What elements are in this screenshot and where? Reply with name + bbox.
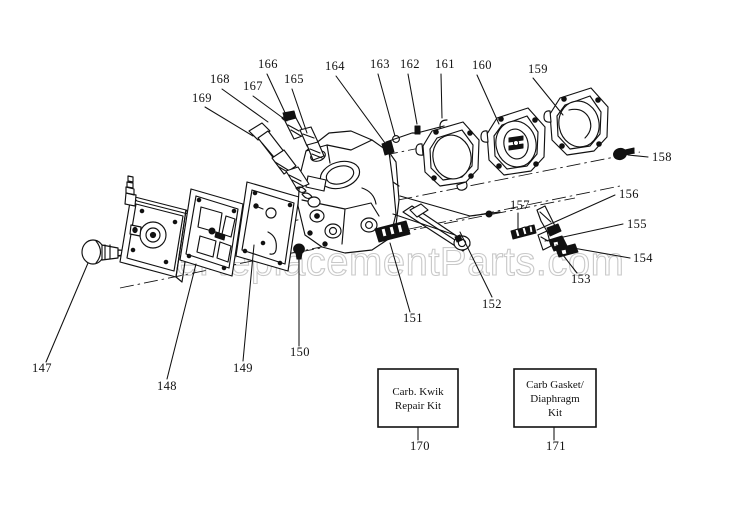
callout-166: 166 [258, 57, 289, 120]
callout-label-154: 154 [633, 251, 653, 265]
callout-label-165: 165 [284, 72, 304, 86]
callout-leader-158 [627, 154, 649, 158]
callout-169: 169 [192, 91, 254, 137]
part-misc-hardware [392, 195, 501, 236]
part-metering-cover-plate [119, 175, 193, 283]
callout-leader-165 [291, 88, 308, 134]
callout-leader-169 [204, 106, 254, 137]
part-small-hardware [381, 119, 448, 158]
callout-147: 147 [32, 262, 89, 375]
callout-leader-160 [476, 74, 500, 125]
kit-box-line: Repair Kit [395, 400, 441, 412]
callout-label-157: 157 [510, 198, 530, 212]
part-pump-gasket [415, 121, 480, 191]
callout-label-148: 148 [157, 379, 177, 393]
callout-label-153: 153 [571, 272, 591, 286]
callout-leader-164 [335, 75, 386, 144]
callout-leader-147 [45, 262, 89, 363]
callout-leader-149 [242, 244, 255, 362]
callout-164: 164 [325, 59, 386, 144]
callout-label-156: 156 [619, 187, 639, 201]
part-metering-diaphragm-b [235, 181, 300, 272]
callout-label-150: 150 [290, 345, 310, 359]
callout-leader-163 [377, 73, 396, 137]
callout-label-155: 155 [627, 217, 647, 231]
callout-label-164: 164 [325, 59, 345, 73]
callout-165: 165 [284, 72, 308, 134]
callout-151: 151 [389, 242, 423, 325]
part-pump-cover-screw [613, 147, 635, 161]
callout-leader-154 [555, 244, 631, 259]
callout-163: 163 [370, 57, 396, 137]
callout-167: 167 [243, 79, 288, 122]
callout-leader-152 [459, 231, 493, 298]
callout-leader-166 [266, 73, 289, 120]
callout-170: 170 [410, 426, 430, 453]
callout-label-163: 163 [370, 57, 390, 71]
callout-leader-155 [544, 223, 624, 242]
callout-149: 149 [233, 244, 255, 375]
kit-box-frame-170 [377, 368, 459, 428]
part-throttle-return-spring [510, 224, 537, 240]
kit-box-line: Kit [548, 407, 562, 419]
callout-label-149: 149 [233, 361, 253, 375]
part-pump-cover [543, 87, 609, 156]
callout-label-152: 152 [482, 297, 502, 311]
callout-154: 154 [555, 244, 653, 265]
kit-box-line: Diaphragm [530, 393, 580, 405]
callout-161: 161 [435, 57, 455, 119]
callout-leader-151 [389, 242, 411, 313]
callout-168: 168 [210, 72, 269, 123]
callout-155: 155 [544, 217, 647, 242]
callout-leader-162 [407, 73, 418, 125]
callout-label-147: 147 [32, 361, 52, 375]
callout-leader-156 [536, 194, 616, 231]
callout-157: 157 [510, 198, 530, 231]
callout-label-166: 166 [258, 57, 278, 71]
callout-159: 159 [528, 62, 564, 116]
callout-158: 158 [627, 150, 672, 164]
callout-150: 150 [290, 257, 310, 359]
callout-label-171: 171 [546, 439, 566, 453]
callout-156: 156 [536, 187, 639, 231]
callout-leader-148 [166, 263, 197, 380]
callout-162: 162 [400, 57, 420, 125]
callout-148: 148 [157, 263, 197, 393]
callout-153: 153 [558, 249, 591, 286]
callout-160: 160 [472, 58, 500, 125]
callout-label-167: 167 [243, 79, 263, 93]
part-needle-assembly [248, 110, 325, 208]
callout-label-161: 161 [435, 57, 455, 71]
callout-leader-168 [221, 88, 269, 123]
callout-171: 171 [546, 426, 566, 453]
part-cover-screw [293, 243, 305, 260]
callout-label-170: 170 [410, 439, 430, 453]
callout-leader-153 [558, 249, 578, 274]
kit-box-frame-171 [513, 368, 597, 428]
kit-box-line: Carb Gasket/ [526, 379, 585, 391]
callout-label-168: 168 [210, 72, 230, 86]
callout-label-158: 158 [652, 150, 672, 164]
callout-label-169: 169 [192, 91, 212, 105]
callout-label-151: 151 [403, 311, 423, 325]
part-throttle-lever-arm [536, 205, 562, 237]
part-pump-diaphragm [480, 107, 546, 176]
kit-box-line: Carb. Kwik [392, 386, 444, 398]
callout-leader-161 [440, 73, 443, 119]
callout-152: 152 [459, 231, 502, 311]
callout-label-160: 160 [472, 58, 492, 72]
callouts-group: 147 148 149 150 151 152 153 154 155 156 157 158 159 1… [32, 57, 672, 453]
callout-leader-159 [532, 77, 564, 116]
part-metering-diaphragm-a [179, 188, 244, 277]
callout-leader-167 [252, 95, 288, 122]
callout-label-162: 162 [400, 57, 420, 71]
part-inlet-screen [374, 220, 411, 243]
callout-label-159: 159 [528, 62, 548, 76]
